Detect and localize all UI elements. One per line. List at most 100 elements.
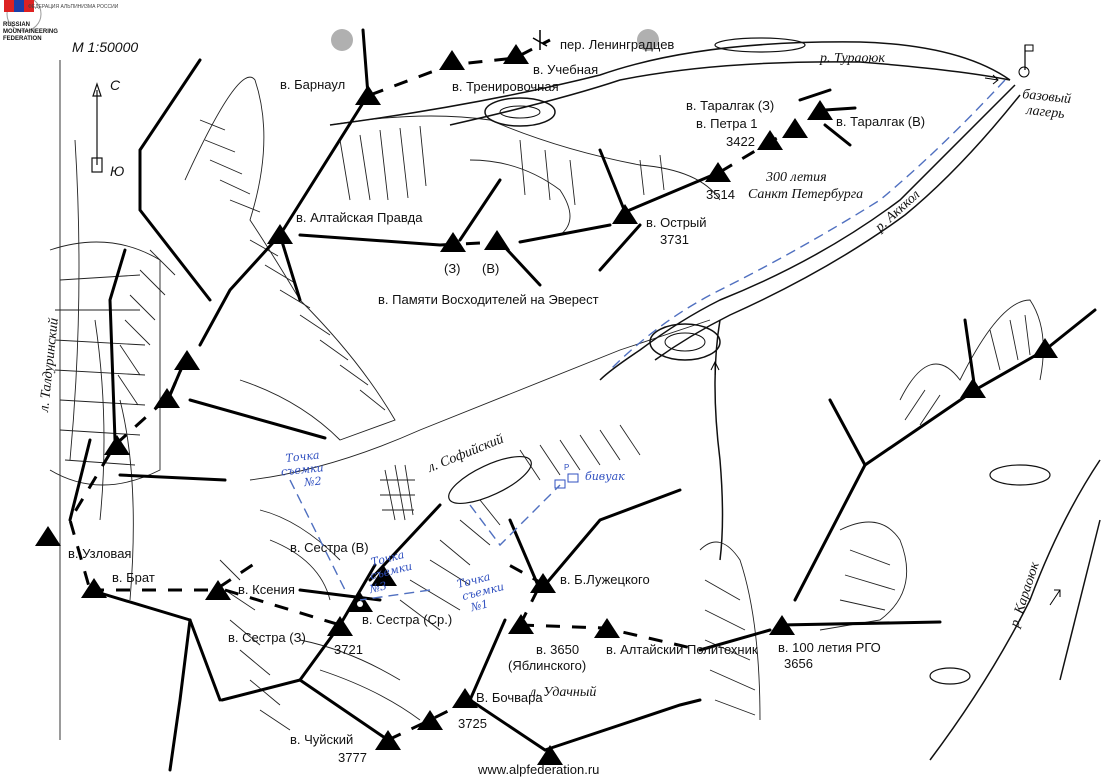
label-taralgak-w: в. Таралгак (З) [686, 98, 774, 113]
peak-icon [757, 130, 783, 150]
label-bivouac: бивуак [585, 470, 625, 483]
label-chuysky-alt: 3777 [338, 750, 367, 765]
peak-icon [508, 614, 534, 634]
label-altai-pravda: в. Алтайская Правда [296, 210, 423, 225]
label-pass-leningradtsev: пер. Ленинградцев [560, 37, 674, 52]
peak-icon [205, 580, 231, 600]
peak-icon [327, 616, 353, 636]
label-spb300-line1: 300 летия [765, 170, 827, 185]
peak-markers [35, 44, 1058, 765]
label-ostry: в. Острый [646, 215, 707, 230]
arrow-icon [710, 360, 720, 375]
label-river-turaoyuk: р. Тураоюк [819, 51, 885, 66]
logo-line-1: RUSSIAN [3, 22, 30, 28]
peak-icon [537, 745, 563, 765]
peak-icon [35, 526, 61, 546]
label-sestra-mid: в. Сестра (Ср.) [362, 612, 452, 627]
photo-point-2-line2: съемки [280, 461, 324, 478]
label-bochvara-alt: 3725 [458, 716, 487, 731]
peak-icon [371, 566, 397, 586]
photo-point-2-line3: №2 [303, 474, 323, 489]
label-petra1: в. Петра 1 [696, 116, 758, 131]
peak-icon [417, 710, 443, 730]
compass-north: С [110, 77, 121, 93]
label-luzhetsky: в. Б.Лужецкого [560, 572, 650, 587]
label-uchebnaya: в. Учебная [533, 62, 598, 77]
label-rgo-alt: 3656 [784, 656, 813, 671]
peak-icon [960, 378, 986, 398]
label-sestra-e: в. Сестра (В) [290, 540, 369, 555]
peak-icon [807, 100, 833, 120]
label-spb300-alt: 3514 [706, 187, 735, 202]
hole-punch [331, 29, 353, 51]
label-petra1-alt: 3422 [726, 134, 755, 149]
peak-icon [782, 118, 808, 138]
logo-line-3: FEDERATION [3, 36, 42, 42]
peak-icon [355, 85, 381, 105]
glacier-hatching [49, 60, 1044, 740]
peak-icon [769, 615, 795, 635]
peak-icon [267, 224, 293, 244]
logo-arc-text: ФЕДЕРАЦИЯ АЛЬПИНИЗМА РОССИИ [28, 4, 119, 10]
svg-text:P: P [564, 463, 569, 472]
photo-point-3-line3: №3 [367, 579, 388, 596]
scale-label: М 1:50000 [72, 39, 138, 55]
photo-point-1-line3: №1 [469, 597, 490, 614]
hole-punch [637, 29, 659, 51]
compass-icon: С Ю [91, 77, 124, 179]
label-everest: в. Памяти Восходителей на Эверест [378, 292, 599, 307]
trails [68, 38, 821, 742]
peak-icon [612, 204, 638, 224]
label-brat: в. Брат [112, 570, 155, 585]
peak-icon [375, 730, 401, 750]
footer-url: www.alpfederation.ru [477, 762, 599, 777]
label-rgo: в. 100 летия РГО [778, 640, 881, 655]
peak-icon [104, 435, 130, 455]
label-trenirovochnaya: в. Тренировочная [452, 79, 559, 94]
label-river-karaoyuk: р. Караоюк [1007, 560, 1043, 630]
label-everest-w: (З) [444, 261, 461, 276]
compass-south: Ю [110, 163, 124, 179]
label-base-camp-1: базовый [1022, 87, 1072, 107]
peak-icon [503, 44, 529, 64]
label-base-camp-2: лагерь [1025, 103, 1066, 122]
label-bochvara: В. Бочвара [476, 690, 543, 705]
peak-icon [440, 232, 466, 252]
peak-icon [1032, 338, 1058, 358]
peak-icon [174, 350, 200, 370]
peak-icon [81, 578, 107, 598]
label-chuysky: в. Чуйский [290, 732, 353, 747]
pass-icon [532, 30, 548, 50]
label-river-akkol: р. Акккол [872, 187, 923, 235]
label-sestra-alt: 3721 [334, 642, 363, 657]
photo-point-2-line1: Точка [285, 449, 320, 465]
label-glacier-sofiysky: л. Софийский [425, 432, 506, 476]
label-barnaul: в. Барнаул [280, 77, 345, 92]
arrow-icon [1049, 589, 1061, 606]
federation-logo: ФЕДЕРАЦИЯ АЛЬПИНИЗМА РОССИИ RUSSIAN MOUN… [3, 0, 119, 42]
label-altai-polytech: в. Алтайский Политехник [606, 642, 758, 657]
peak-icon [154, 388, 180, 408]
peak-icon [594, 618, 620, 638]
label-yablinsky-alt: в. 3650 [536, 642, 579, 657]
peak-icon [452, 688, 478, 708]
label-sestra-w: в. Сестра (З) [228, 630, 306, 645]
peak-icon [439, 50, 465, 70]
base-camp-icon [1018, 44, 1034, 78]
peak-icon [705, 162, 731, 182]
labels: в. Барнаул в. Учебная в. Тренировочная п… [37, 37, 1072, 777]
label-glacier-taldurinsky: л. Талдуринский [37, 317, 62, 413]
label-uzlovaya: в. Узловая [68, 546, 131, 561]
label-everest-e: (В) [482, 261, 499, 276]
label-glacier-udachny: л. Удачный [529, 685, 596, 700]
label-taralgak-e: в. Таралгак (В) [836, 114, 925, 129]
bivouac-icon: P [554, 463, 579, 489]
logo-line-2: MOUNTAINEERING [3, 29, 58, 35]
label-ksenia: в. Ксения [238, 582, 295, 597]
arrow-icon [984, 74, 999, 85]
rivers [329, 37, 1101, 761]
label-yablinsky: (Яблинского) [508, 658, 586, 673]
peak-icon [484, 230, 510, 250]
label-spb300-line2: Санкт Петербурга [748, 187, 863, 202]
